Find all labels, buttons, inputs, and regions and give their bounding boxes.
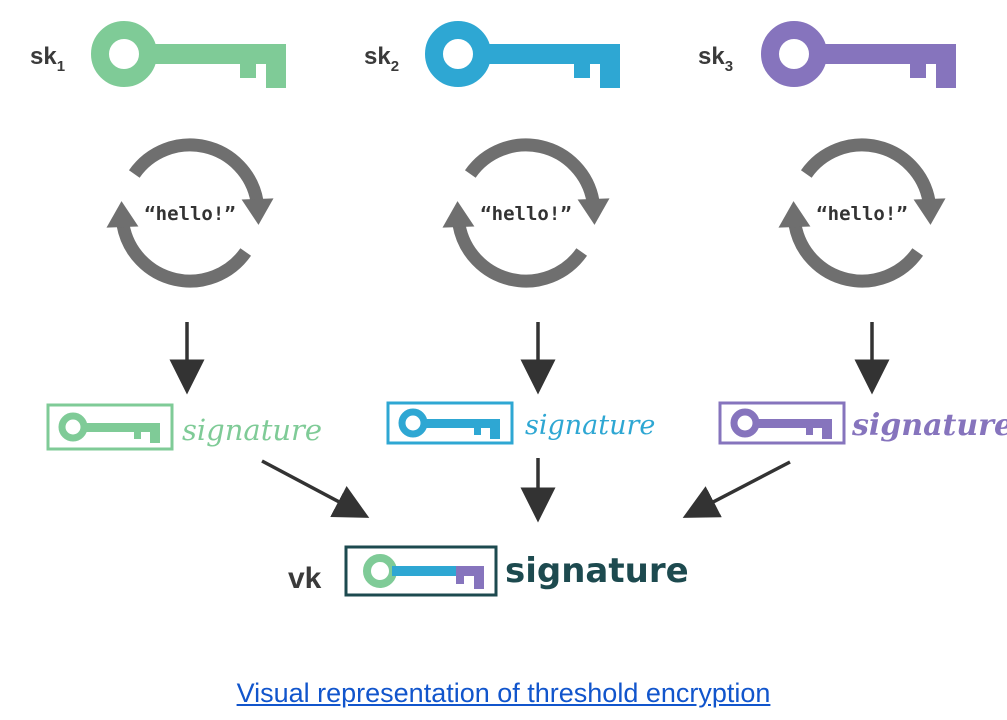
vk-key-ring <box>363 554 397 588</box>
vk-signature-text: signature <box>505 551 689 591</box>
sk3-signature-frame <box>718 401 846 445</box>
vk-key-tooth-1 <box>456 576 464 584</box>
cycle-arc-bottom <box>788 223 924 288</box>
key-ring <box>91 21 157 87</box>
key-tooth-large <box>266 64 286 88</box>
party-2: sk2 “hello!” signature <box>364 21 655 523</box>
sk2-signature-key-icon <box>398 408 500 439</box>
sk2-key-icon <box>425 21 620 88</box>
key-shaft <box>820 44 956 64</box>
cycle-arc-bottom <box>116 223 252 288</box>
sk1-signature-frame <box>46 403 174 451</box>
vk-signature-frame <box>344 545 498 597</box>
key-tooth-small <box>240 64 256 78</box>
vk-key-shaft-purple <box>456 566 484 576</box>
cycle-arc-bottom <box>452 223 588 288</box>
sk2-message: “hello!” <box>480 203 572 225</box>
sk2-signature-frame <box>386 401 514 445</box>
key-tooth-large <box>490 428 500 439</box>
key-ring <box>425 21 491 87</box>
cycle-arrowhead-right <box>913 198 946 225</box>
cycle-arc-top <box>128 138 264 203</box>
key-tooth-small <box>474 428 481 435</box>
cycle-arrowhead-left <box>106 201 139 228</box>
sk1-key-icon <box>91 21 286 88</box>
key-ring <box>730 408 760 438</box>
key-tooth-large <box>150 432 160 443</box>
vk-key-tooth-2 <box>474 576 484 589</box>
sk3-signature-key-icon <box>730 408 832 439</box>
cycle-arrowhead-right <box>241 198 274 225</box>
sk1-signature-key-icon <box>58 412 160 443</box>
key-tooth-large <box>822 428 832 439</box>
key-tooth-small <box>574 64 590 78</box>
cycle-arc-top <box>800 138 936 203</box>
key-ring <box>761 21 827 87</box>
sk3-label: sk3 <box>698 43 733 75</box>
sk2-signing-cycle-icon <box>442 138 610 288</box>
cycle-arc-top <box>464 138 600 203</box>
party-1: sk1 “hello!” signature <box>30 21 370 518</box>
vk-combined-key-icon <box>363 554 484 589</box>
sk1-signature-text: signature <box>182 413 322 447</box>
sk3-signing-cycle-icon <box>778 138 946 288</box>
key-shaft <box>756 419 832 428</box>
sk2-label: sk2 <box>364 43 399 75</box>
sk3-message: “hello!” <box>816 203 908 225</box>
sk1-signing-cycle-icon <box>106 138 274 288</box>
key-shaft <box>84 423 160 432</box>
key-tooth-small <box>134 432 141 439</box>
vk-label: vk <box>288 562 322 595</box>
vk-key-shaft-blue <box>392 566 456 576</box>
cycle-arrowhead-left <box>778 201 811 228</box>
sk3-signature-text: signature <box>851 408 1007 443</box>
combined-verification: vk signature <box>288 545 689 597</box>
sk1-label: sk1 <box>30 43 65 75</box>
key-ring <box>58 412 88 442</box>
key-shaft <box>150 44 286 64</box>
key-tooth-large <box>600 64 620 88</box>
figure-caption-link[interactable]: Visual representation of threshold encry… <box>236 678 771 708</box>
party-3: sk3 “hello!” signature <box>682 21 1007 518</box>
sk1-to-vk-arrow <box>261 459 370 518</box>
key-tooth-large <box>936 64 956 88</box>
cycle-arrowhead-left <box>442 201 475 228</box>
key-shaft <box>424 419 500 428</box>
key-shaft <box>484 44 620 64</box>
sk1-message: “hello!” <box>144 203 236 225</box>
key-tooth-small <box>910 64 926 78</box>
sk2-signature-text: signature <box>525 410 655 441</box>
key-tooth-small <box>806 428 813 435</box>
sk3-key-icon <box>761 21 956 88</box>
cycle-arrowhead-right <box>577 198 610 225</box>
sk3-to-vk-arrow <box>682 460 791 518</box>
key-ring <box>398 408 428 438</box>
